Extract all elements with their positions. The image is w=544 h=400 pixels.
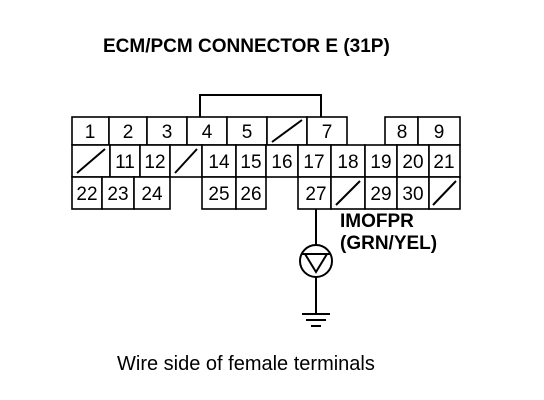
- terminal-28-unused-mark: [335, 180, 361, 206]
- pin-label: 17: [303, 152, 324, 173]
- terminal-25: [201, 176, 237, 210]
- terminal-7: [306, 116, 348, 146]
- terminal-14: [201, 144, 237, 178]
- pin-label: 2: [123, 122, 134, 143]
- connector-row-2: [71, 144, 461, 178]
- terminal-10-unused-mark: [76, 148, 106, 174]
- terminal-17: [297, 144, 332, 178]
- terminal-18: [330, 144, 366, 178]
- signal-name-label: IMOFPR: [340, 211, 414, 232]
- terminal-9: [417, 116, 461, 146]
- test-light-icon: [299, 244, 333, 278]
- pin-label: 7: [322, 122, 333, 143]
- pin-label: 20: [402, 152, 423, 173]
- pin-label: 22: [76, 184, 97, 205]
- terminal-19: [364, 144, 398, 178]
- pin-label: 1: [85, 122, 96, 143]
- terminal-13-unused-mark: [174, 148, 198, 174]
- pin-label: 11: [115, 152, 135, 173]
- pin-label: 29: [370, 184, 391, 205]
- pin-label: 5: [242, 122, 253, 143]
- pin-label: 25: [208, 184, 229, 205]
- pin-label: 18: [337, 152, 358, 173]
- diagram-caption: Wire side of female terminals: [117, 353, 375, 375]
- terminal-15: [235, 144, 267, 178]
- pin-label: 16: [271, 152, 292, 173]
- connector-row-3: [71, 176, 461, 210]
- terminal-23: [101, 176, 135, 210]
- pin-label: 4: [202, 122, 213, 143]
- terminal-31-unused-mark: [432, 180, 457, 206]
- pin-label: 26: [240, 184, 261, 205]
- pin-label: 21: [433, 152, 454, 173]
- pin-label: 30: [402, 184, 423, 205]
- pin-label: 3: [162, 122, 173, 143]
- terminal-22: [71, 176, 103, 210]
- terminal-26: [235, 176, 267, 210]
- terminal-29: [364, 176, 398, 210]
- pin-label: 14: [208, 152, 230, 173]
- pin-label: 8: [397, 122, 408, 143]
- pin-label: 24: [141, 184, 163, 205]
- connector-row-1: [71, 116, 461, 146]
- pin-label: 15: [240, 152, 261, 173]
- pin-label: 19: [370, 152, 391, 173]
- ground-icon: [302, 313, 330, 327]
- connector-lock-tab: [199, 94, 322, 117]
- terminal-16: [265, 144, 299, 178]
- pin-label: 23: [107, 184, 128, 205]
- pin-label: 12: [144, 152, 165, 173]
- pin-label: 9: [434, 122, 445, 143]
- pin-label: 27: [305, 184, 326, 205]
- terminal-21: [428, 144, 461, 178]
- terminal-24: [133, 176, 171, 210]
- diagram-title: ECM/PCM CONNECTOR E (31P): [103, 36, 390, 57]
- terminal-30: [396, 176, 430, 210]
- pin-labels: 1 2 3 4 5 7 8 9 11 12 14 15 16 17 18 19 …: [76, 122, 454, 205]
- wire-color-label: (GRN/YEL): [340, 233, 437, 254]
- terminal-6-unused-mark: [271, 119, 303, 143]
